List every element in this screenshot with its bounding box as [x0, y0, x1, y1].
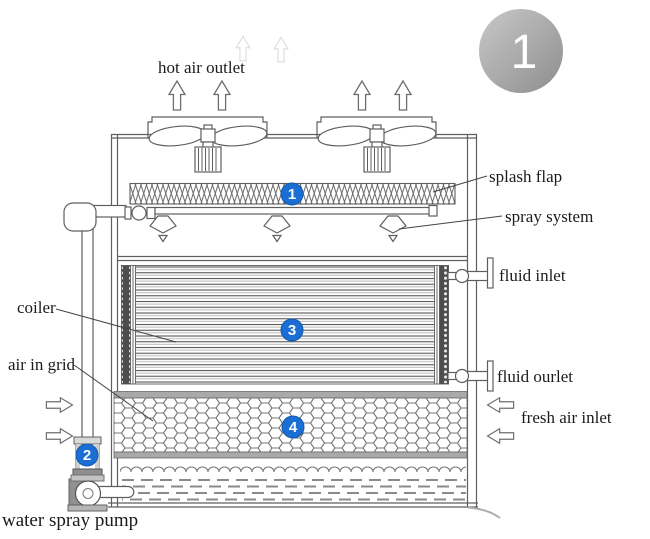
badge-coiler: 3	[280, 318, 304, 342]
hot-air-arrow-icon	[353, 80, 371, 111]
svg-text:4: 4	[289, 419, 298, 436]
labels: hot air outlet splash flap spray system …	[2, 58, 612, 531]
fan-right	[317, 124, 437, 173]
left-air-arrows	[45, 397, 74, 444]
fans	[148, 124, 437, 173]
label-hot-air-outlet: hot air outlet	[158, 58, 245, 77]
air-in-arrow-icon	[45, 397, 74, 413]
hot-air-arrows	[168, 80, 412, 111]
chamber-divider	[117, 255, 468, 262]
spray-nozzle	[263, 215, 291, 243]
figure-number-text: 1	[511, 26, 538, 79]
coil-header-left	[121, 265, 131, 384]
label-coiler: coiler	[17, 298, 56, 317]
leader-lines	[55, 175, 503, 422]
badge-splash-flap: 1	[280, 182, 304, 206]
riser-pipe	[63, 202, 127, 441]
hot-air-arrow-icon	[394, 80, 412, 111]
hot-air-arrow-icon	[213, 80, 231, 111]
label-water-spray-pump: water spray pump	[2, 510, 138, 531]
fan-cowl	[147, 116, 268, 138]
fresh-air-arrow-icon	[486, 428, 515, 444]
pipe-elbow	[63, 202, 97, 232]
svg-text:1: 1	[288, 186, 296, 203]
water-dashes	[122, 479, 466, 501]
label-splash-flap: splash flap	[489, 167, 562, 186]
spray-system-leader	[398, 215, 503, 230]
svg-text:2: 2	[83, 447, 91, 464]
basin-shadow-curve	[467, 506, 501, 519]
fan-motor	[194, 146, 222, 173]
fluid-outlet-connection	[447, 360, 494, 392]
fan-left	[148, 124, 268, 173]
label-air-in-grid: air in grid	[8, 355, 76, 374]
coil-header-right	[439, 265, 449, 384]
water-basin	[108, 464, 501, 519]
svg-text:3: 3	[288, 322, 296, 339]
spray-valve-ball	[131, 205, 147, 221]
label-fluid-outlet: fluid ourlet	[497, 367, 573, 386]
pump-base	[67, 504, 108, 512]
fresh-air-arrows	[486, 397, 515, 444]
fluid-inlet-connection	[447, 257, 494, 289]
water-surface	[120, 464, 466, 474]
spray-system	[124, 204, 438, 243]
figure-number-badge: 1	[479, 9, 563, 93]
figure-number-circle	[479, 9, 563, 93]
badge-air-in-grid: 4	[281, 415, 305, 439]
label-fluid-inlet: fluid inlet	[499, 266, 566, 285]
pump-discharge-pipe	[95, 485, 135, 499]
label-spray-system: spray system	[505, 207, 593, 226]
spray-valve	[124, 206, 132, 220]
outlet-flange	[486, 360, 494, 392]
splash-flap-leader	[432, 175, 488, 193]
pump-volute	[74, 480, 102, 507]
air-in-grid-leader	[73, 364, 154, 422]
inlet-flange	[486, 257, 494, 289]
fresh-air-arrow-icon	[486, 397, 515, 413]
fan-motor	[363, 146, 391, 173]
air-in-arrow-icon	[45, 428, 74, 444]
hot-air-arrow-icon	[168, 80, 186, 111]
badge-pump: 2	[75, 443, 99, 467]
coiler-leader	[55, 308, 177, 343]
fan-cowl	[316, 116, 437, 138]
spray-nozzle	[149, 215, 177, 243]
label-fresh-air-inlet: fresh air inlet	[521, 408, 612, 427]
part-badges: 1 2 3 4	[75, 182, 305, 467]
spray-pipe	[154, 206, 431, 215]
